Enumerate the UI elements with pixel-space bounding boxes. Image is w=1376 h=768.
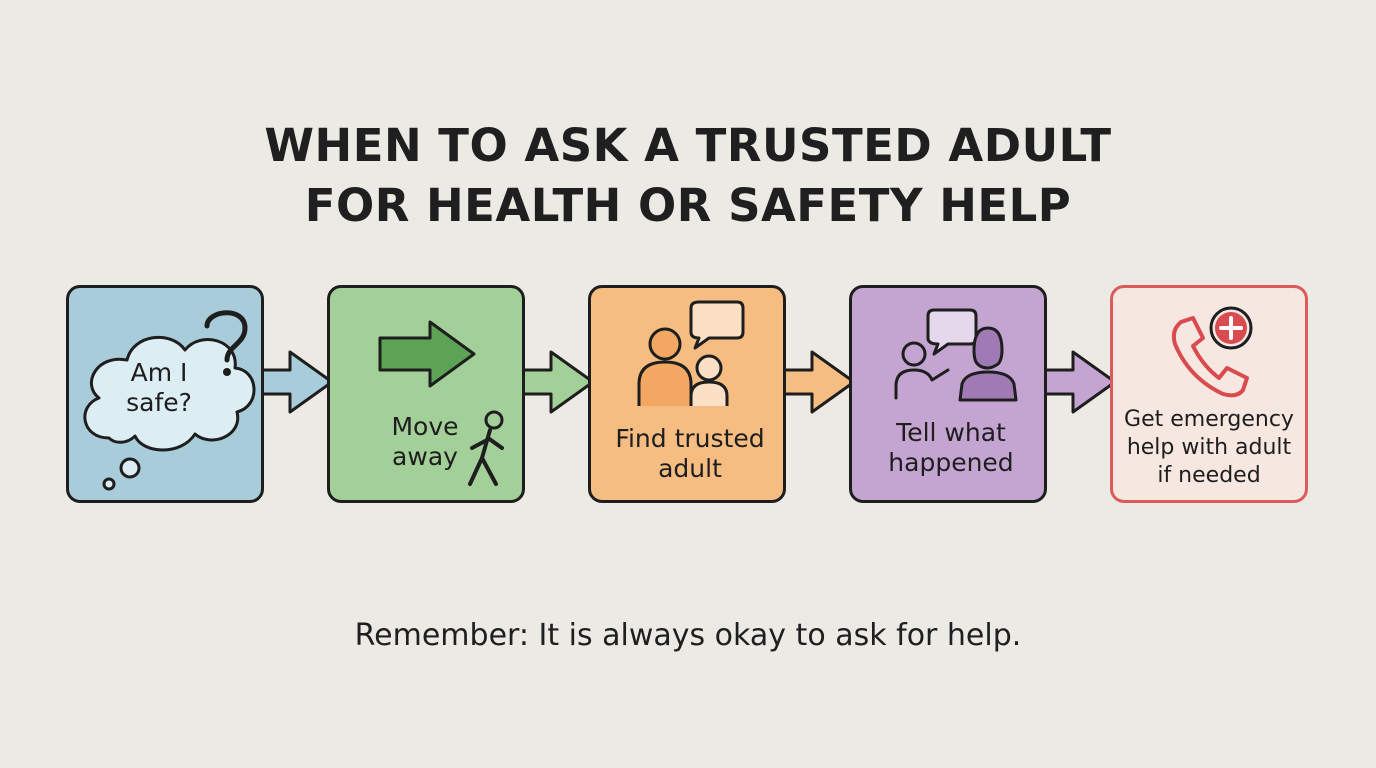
phone-medical-cross-icon: [1171, 306, 1253, 398]
step-find-trusted-adult: Find trusted adult: [588, 285, 786, 503]
step-label-line: Move: [391, 412, 459, 441]
step-label-line: Find trusted: [615, 424, 765, 453]
talking-people-icon: [894, 308, 1018, 402]
thought-cloud-question-icon: [83, 310, 256, 491]
reminder-text: Remember: It is always okay to ask for h…: [354, 618, 1022, 653]
people-speech-bubble-icon: [637, 300, 745, 406]
step-find-trusted-adult-label: Find trusted adult: [591, 424, 789, 484]
page-title: WHEN TO ASK A TRUSTED ADULT FOR HEALTH O…: [0, 116, 1376, 236]
title-line-1: WHEN TO ASK A TRUSTED ADULT: [264, 119, 1112, 172]
step-label-line: Tell what: [896, 418, 1006, 447]
step-am-i-safe: Am I safe?: [66, 285, 264, 503]
step-label-line: away: [392, 442, 458, 471]
step-label-line: help with adult: [1126, 435, 1292, 460]
step-label-line: if needed: [1157, 463, 1261, 488]
step-get-emergency-help: Get emergency help with adult if needed: [1110, 285, 1308, 503]
step-label-line: adult: [658, 454, 722, 483]
step-label-line: safe?: [126, 388, 192, 417]
step-tell-what-happened-label: Tell what happened: [852, 418, 1050, 478]
step-label-line: happened: [888, 448, 1014, 477]
step-move-away-label: Move away: [380, 412, 470, 472]
step-tell-what-happened: Tell what happened: [849, 285, 1047, 503]
title-line-2: FOR HEALTH OR SAFETY HELP: [304, 179, 1072, 232]
step-move-away: Move away: [327, 285, 525, 503]
step-label-line: Get emergency: [1124, 407, 1294, 432]
step-label-line: Am I: [130, 358, 188, 387]
step-get-emergency-help-label: Get emergency help with adult if needed: [1113, 406, 1305, 490]
step-am-i-safe-label: Am I safe?: [99, 358, 219, 418]
arrow-walking-person-icon: [378, 320, 504, 486]
